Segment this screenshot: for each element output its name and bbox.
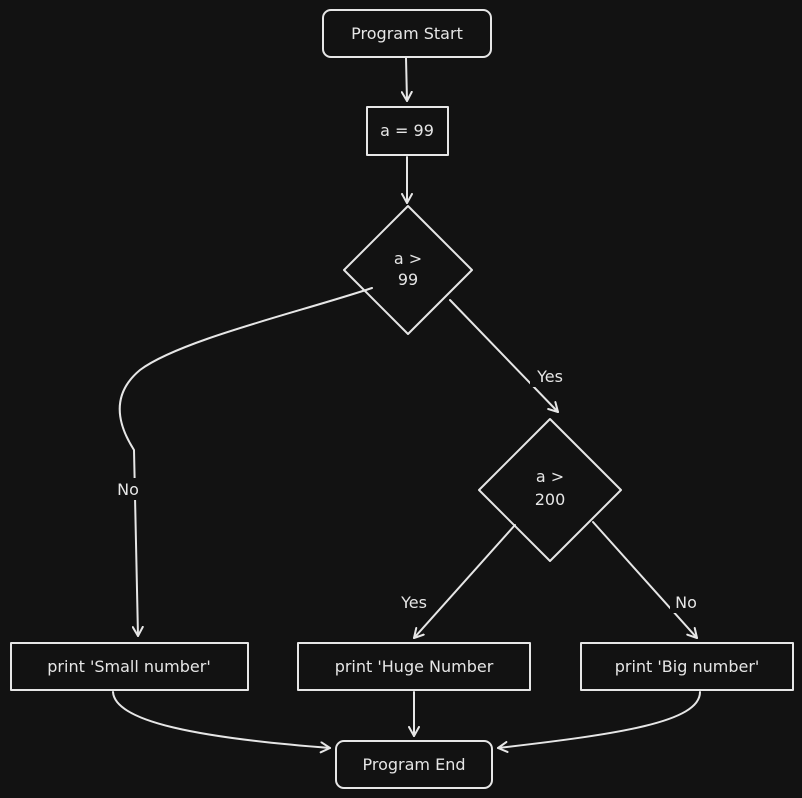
node-label-line-2: 200: [535, 490, 566, 509]
edge-label-bg: [112, 478, 144, 500]
edge-label-cond2-yes: Yes: [400, 593, 427, 612]
node-label: print 'Huge Number: [335, 657, 494, 676]
edge-label-bg: [530, 365, 570, 387]
edge-label-cond1-yes: Yes: [536, 367, 563, 386]
process-shape: [10, 642, 249, 691]
edge-big-to-end: [497, 691, 701, 753]
node-label-line-1: a >: [536, 467, 564, 486]
node-label-line-1: a >: [394, 249, 422, 268]
node-decision-a-gt-200[interactable]: a > 200: [478, 418, 622, 562]
node-assign-a[interactable]: a = 99: [366, 106, 449, 156]
edge-cond1-yes: [449, 299, 559, 413]
edge-small-to-end: [112, 691, 331, 754]
decision-shape: [343, 205, 473, 335]
edges: [112, 57, 701, 754]
edge-label-bg: [394, 591, 434, 613]
edge-label-bg: [670, 591, 702, 613]
process-shape: [297, 642, 531, 691]
node-label-line-2: 99: [398, 270, 418, 289]
process-shape: [366, 106, 449, 156]
node-label: Program End: [363, 755, 466, 774]
node-decision-a-gt-99[interactable]: a > 99: [343, 205, 473, 335]
edge-start-to-assign: [400, 57, 413, 102]
node-program-start[interactable]: Program Start: [322, 9, 492, 58]
node-print-huge-number[interactable]: print 'Huge Number: [297, 642, 531, 691]
terminal-shape: [322, 9, 492, 58]
edge-label-cond2-no: No: [675, 593, 697, 612]
node-program-end[interactable]: Program End: [335, 740, 493, 789]
process-shape: [580, 642, 794, 691]
decision-shape: [478, 418, 622, 562]
node-print-big-number[interactable]: print 'Big number': [580, 642, 794, 691]
edge-label-cond1-no: No: [117, 480, 139, 499]
edge-labels: No Yes Yes No: [112, 365, 702, 613]
edge-cond1-no: [118, 287, 373, 637]
node-print-small-number[interactable]: print 'Small number': [10, 642, 249, 691]
edge-cond2-yes: [413, 524, 516, 639]
edge-cond2-no: [592, 521, 698, 639]
node-label: a = 99: [380, 121, 434, 140]
node-label: print 'Big number': [615, 657, 760, 676]
node-label: Program Start: [351, 24, 463, 43]
terminal-shape: [335, 740, 493, 789]
node-label: print 'Small number': [47, 657, 210, 676]
